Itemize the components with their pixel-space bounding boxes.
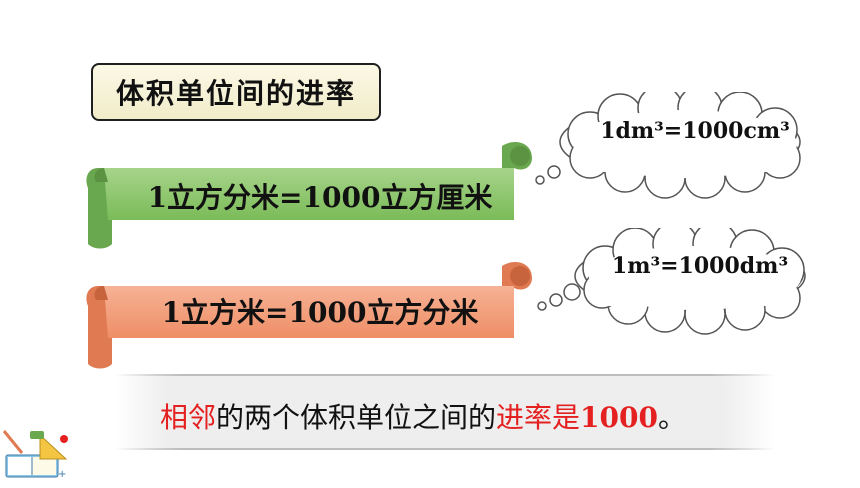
conclusion-highlight-rate: 进率是	[496, 401, 581, 434]
scroll-green-text: 1立方分米=1000立方厘米	[147, 181, 493, 214]
scroll-green-shape	[86, 142, 532, 249]
cloud-1-text: 1dm³=1000cm³	[600, 118, 790, 144]
stationery-icon: +	[2, 430, 68, 480]
scroll-banner-orange: 1立方米=1000立方分米	[84, 258, 536, 370]
conclusion-text: 相邻的两个体积单位之间的进率是1000。	[160, 396, 760, 436]
conclusion-highlight-number: 1000	[580, 401, 658, 434]
section-title: 体积单位间的进率	[91, 63, 381, 121]
conclusion-band	[115, 374, 775, 450]
thought-cloud-2: 1m³=1000dm³	[530, 228, 820, 338]
scroll-banner-green: 1立方分米=1000立方厘米	[84, 138, 536, 250]
thought-cloud-1: 1dm³=1000cm³	[530, 92, 820, 202]
school-supplies-decoration: +	[0, 425, 80, 484]
band-top-line	[115, 374, 775, 376]
conclusion-middle: 的两个体积单位之间的	[216, 401, 497, 434]
conclusion-end: 。	[657, 401, 686, 434]
band-bottom-line	[115, 448, 775, 450]
cloud-2-shape	[537, 228, 806, 335]
scroll-orange-text: 1立方米=1000立方分米	[161, 296, 479, 329]
cloud-1-shape	[535, 92, 801, 199]
conclusion-highlight-adjacent: 相邻	[160, 401, 217, 434]
scroll-orange-shape	[86, 262, 532, 369]
cloud-2-text: 1m³=1000dm³	[611, 253, 789, 279]
svg-text:+: +	[58, 469, 66, 480]
